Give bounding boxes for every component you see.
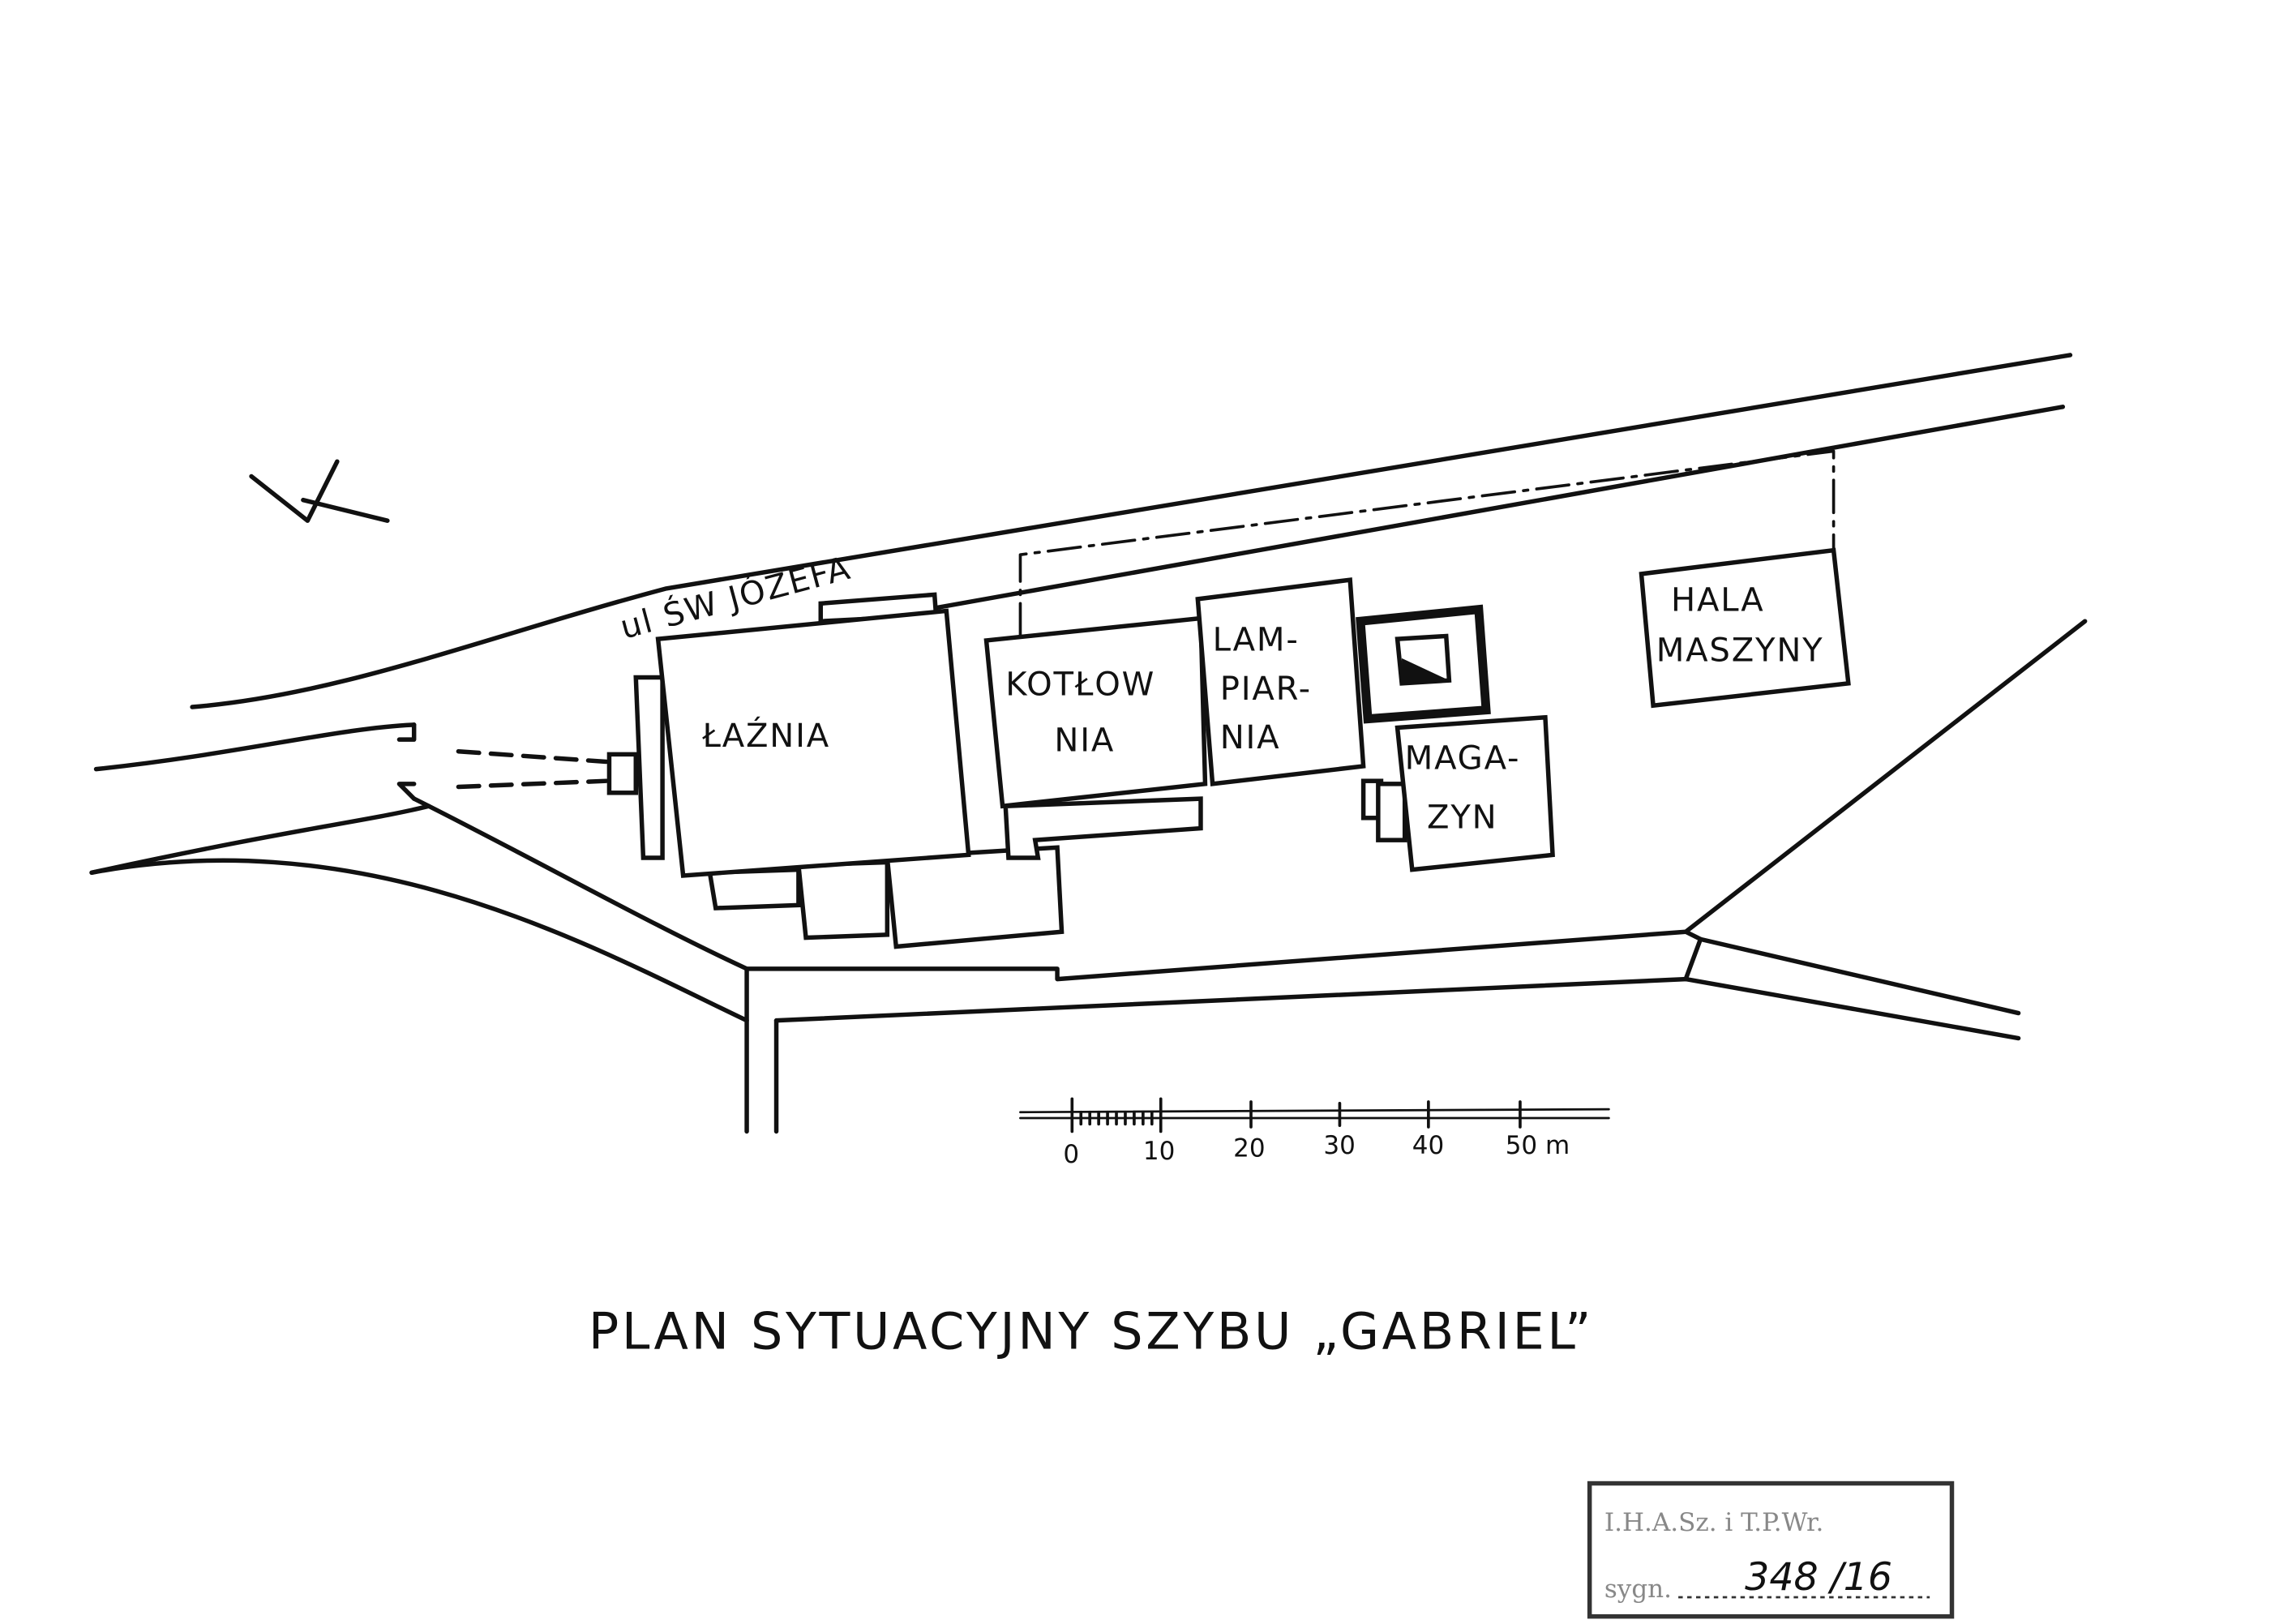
building-hala-maszyny: HALA MASZYNY [1639, 547, 1851, 709]
label-kotlownia-2: NIA [1054, 722, 1115, 760]
label-magazyn-1: MAGA- [1405, 740, 1521, 778]
building-kotlownia: KOTŁOW NIA [983, 615, 1208, 860]
scale-tick-10: 10 [1143, 1137, 1175, 1166]
label-lampiarnia-1: LAM- [1213, 622, 1300, 659]
archive-stamp: I.H.A.Sz. i T.P.Wr. sygn. 348 /16 [1587, 1480, 1955, 1619]
plan-title: PLAN SYTUACYJNY SZYBU „GABRIEL” [589, 1302, 1594, 1361]
scale-tick-20: 20 [1233, 1133, 1265, 1163]
shaft-tower [1356, 604, 1491, 724]
label-magazyn-2: ZYN [1427, 799, 1497, 837]
stamp-label: sygn. [1604, 1575, 1672, 1604]
scale-tick-30: 30 [1323, 1131, 1355, 1160]
scale-tick-0: 0 [1063, 1140, 1079, 1169]
stamp-institution: I.H.A.Sz. i T.P.Wr. [1604, 1508, 1823, 1537]
label-laznia: ŁAŹNIA [701, 716, 830, 755]
label-hala-1: HALA [1671, 581, 1765, 619]
building-lampiarnia: LAM- PIAR- NIA [1195, 577, 1366, 786]
north-arrow-icon [249, 459, 390, 523]
scale-bar: 0 10 20 30 40 50 m [1019, 1097, 1610, 1169]
label-hala-2: MASZYNY [1656, 632, 1824, 669]
label-lampiarnia-2: PIAR- [1220, 671, 1312, 708]
building-laznia: ŁAŹNIA [633, 592, 1065, 949]
label-kotlownia-1: KOTŁOW [1005, 666, 1155, 703]
label-lampiarnia-3: NIA [1220, 719, 1281, 756]
building-magazyn: MAGA- ZYN [1360, 714, 1555, 872]
scale-tick-50: 50 m [1506, 1131, 1570, 1160]
scale-tick-40: 40 [1412, 1131, 1444, 1160]
stamp-number: 348 /16 [1745, 1555, 1892, 1600]
